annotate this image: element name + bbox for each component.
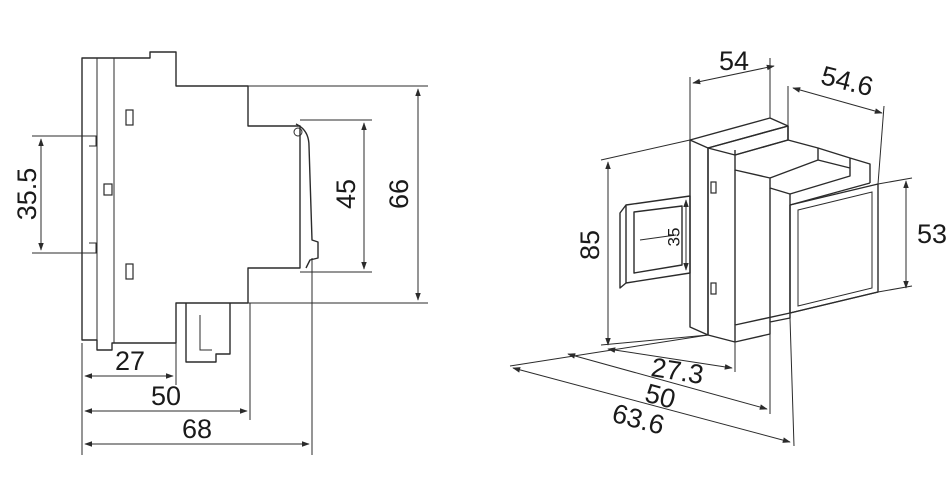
dim-53-label: 53: [917, 219, 947, 249]
iso-body-vertical: [734, 170, 791, 325]
dim-85-ext-top: [600, 139, 691, 161]
dim-68-label: 68: [182, 414, 212, 444]
dim-85-ext-bottom: [600, 334, 709, 346]
side-latch-inner: [199, 315, 212, 351]
dim-54-6-line: [792, 87, 883, 114]
side-view: 35.5 45 66 27 50 68: [12, 51, 428, 455]
iso-front-inner: [797, 191, 873, 307]
side-rail-notch: [82, 135, 97, 254]
dim-63-6-ext-right: [789, 317, 795, 447]
side-slot-top: [125, 109, 134, 126]
iso-slot-bottom: [710, 282, 717, 295]
dim-27-label: 27: [115, 346, 145, 376]
dim-35-label: 35: [665, 228, 684, 247]
side-slot-bottom: [125, 263, 134, 280]
side-body-outline: [81, 51, 301, 351]
side-bottom-latch: [185, 303, 231, 363]
dim-50-label: 50: [151, 381, 181, 411]
iso-din-rail: [619, 195, 691, 289]
iso-side-face: [707, 148, 791, 343]
dim-53-ext-top: [877, 177, 913, 185]
dim-54-line: [692, 64, 775, 85]
dim-53-ext-bottom: [877, 285, 913, 293]
iso-rail-inner: [639, 234, 677, 241]
iso-view: 54 54.6 85 35 53 27.3 50 63.6: [509, 46, 947, 447]
iso-step-top-right: [787, 126, 871, 183]
iso-step-profile: [707, 147, 871, 206]
iso-slot-top: [710, 181, 717, 194]
dim-54-6-label: 54.6: [818, 60, 876, 102]
dim-66-label: 66: [384, 179, 414, 209]
iso-front-face: [789, 183, 879, 314]
dim-45-label: 45: [331, 179, 361, 209]
iso-left-face: [689, 139, 709, 336]
dim-54-label: 54: [719, 46, 749, 76]
dim-54-6-ext-right: [877, 105, 885, 185]
side-clip-hole: [293, 127, 303, 137]
side-back-clip: [295, 123, 319, 269]
dim-85-label: 85: [575, 230, 605, 260]
iso-bottom-edge: [734, 291, 879, 343]
dim-63-6-line: [512, 367, 791, 443]
dim-35-5-label: 35.5: [12, 168, 42, 221]
side-slot-mid: [103, 183, 113, 196]
iso-step-3: [789, 159, 851, 195]
